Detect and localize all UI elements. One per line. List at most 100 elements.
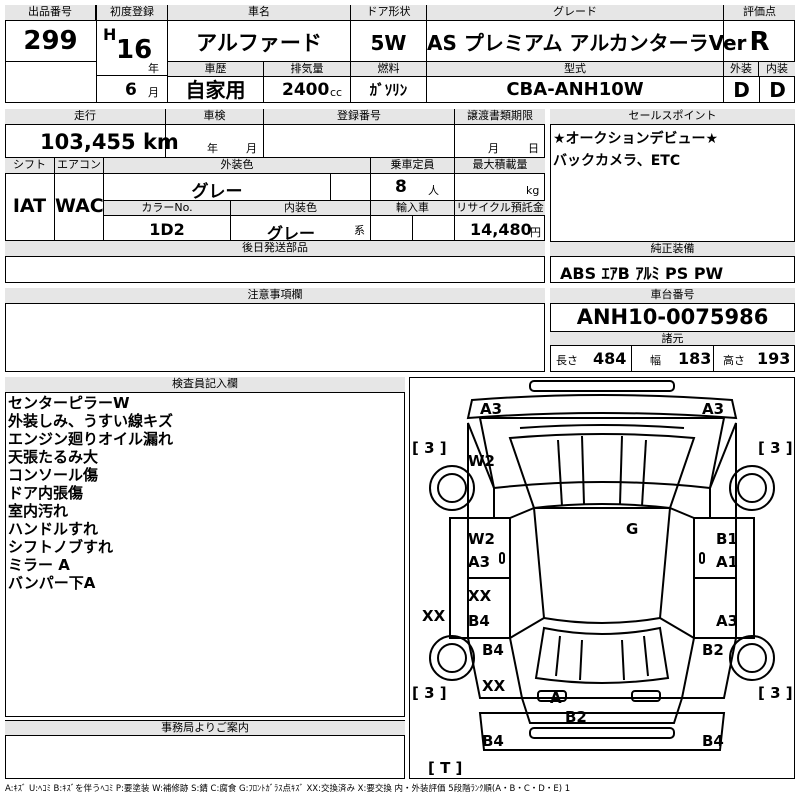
car-diagram: [ 3 ] [ 3 ] [ 3 ] [ 3 ] [ T ] A3 A3 W2 G… bbox=[409, 377, 795, 779]
recycle-fee: 14,480 bbox=[470, 220, 532, 239]
mileage: 103,455 km bbox=[40, 130, 179, 154]
lot-no-label: 出品番号 bbox=[5, 5, 96, 21]
ext-color-label: 外装色 bbox=[104, 158, 370, 174]
score: R bbox=[749, 27, 770, 57]
inspection-month-unit: 月 bbox=[246, 142, 257, 155]
door-label: ドア形状 bbox=[351, 5, 426, 21]
mark-door-rl-1: XX bbox=[468, 587, 492, 605]
mark-side-left: XX bbox=[422, 607, 446, 625]
car-name: アルファード bbox=[196, 31, 322, 55]
era: H bbox=[103, 25, 117, 44]
inspection-year-unit: 年 bbox=[207, 142, 218, 155]
displacement-unit: cc bbox=[330, 86, 343, 99]
mark-pillar-left: W2 bbox=[468, 530, 495, 548]
reg-month: 6 bbox=[125, 80, 137, 100]
aircon: WAC bbox=[55, 195, 104, 217]
tire-fr-mark: [ 3 ] bbox=[758, 439, 793, 457]
inspector-line: センターピラーW bbox=[8, 394, 130, 412]
inspection-label: 車検 bbox=[166, 109, 263, 125]
mark-rear-bumper-right: B4 bbox=[702, 732, 724, 750]
mark-rear-bumper-left: B4 bbox=[482, 732, 504, 750]
first-reg-label: 初度登録 bbox=[97, 5, 167, 21]
history: 自家用 bbox=[185, 78, 246, 102]
inspector-line: コンソール傷 bbox=[8, 466, 99, 484]
mark-front-right: A3 bbox=[702, 400, 724, 418]
model: CBA-ANH10W bbox=[506, 79, 644, 100]
max-load-unit: kg bbox=[526, 184, 540, 197]
recycle-label: リサイクル預託金 bbox=[455, 201, 545, 216]
mark-door-fl: A3 bbox=[468, 553, 490, 571]
year-unit: 年 bbox=[148, 62, 159, 75]
lot-no: 299 bbox=[23, 26, 78, 56]
inspector-line: バンパー下A bbox=[8, 574, 96, 592]
model-label: 型式 bbox=[427, 62, 723, 77]
transfer-label: 譲渡書類期限 bbox=[455, 109, 545, 125]
inspector-line: 室内汚れ bbox=[8, 502, 69, 520]
reg-year: 16 bbox=[116, 35, 153, 65]
inspector-notes: センターピラーW 外装しみ、うすい線キズ エンジン廻りオイル漏れ 天張たるみ大 … bbox=[8, 394, 173, 592]
later-parts-label: 後日発送部品 bbox=[5, 241, 545, 257]
inspector-line: 天張たるみ大 bbox=[8, 448, 99, 466]
fuel: ｶﾞｿﾘﾝ bbox=[369, 81, 408, 99]
mark-bumper: B2 bbox=[565, 708, 587, 726]
chassis-label: 車台番号 bbox=[550, 288, 795, 304]
mark-quarter-left: XX bbox=[482, 677, 506, 695]
recycle-unit: 円 bbox=[530, 226, 541, 239]
equipment: ABS ｴｱB ｱﾙﾐ PS PW bbox=[560, 264, 724, 283]
seats-unit: 人 bbox=[428, 184, 439, 197]
car-outline: [ 3 ] [ 3 ] [ 3 ] [ 3 ] [ T ] A3 A3 W2 G… bbox=[412, 380, 793, 777]
mark-rear-left: B4 bbox=[482, 641, 504, 659]
grade: AS プレミアム アルカンターラVer bbox=[427, 31, 747, 55]
inspector-line: ミラー A bbox=[8, 556, 70, 574]
mark-rear-right: B2 bbox=[702, 641, 724, 659]
mark-roof: G bbox=[626, 520, 638, 538]
inspector-label: 検査員記入欄 bbox=[5, 377, 405, 393]
score-label: 評価点 bbox=[724, 5, 795, 21]
tire-fl-mark: [ 3 ] bbox=[412, 439, 447, 457]
color-no-label: カラーNo. bbox=[104, 201, 230, 216]
registration-label: 登録番号 bbox=[264, 109, 454, 125]
transfer-month-unit: 月 bbox=[488, 142, 499, 155]
car-name-label: 車名 bbox=[168, 5, 350, 21]
spec-label: 諸元 bbox=[550, 332, 795, 346]
mark-trunk: A bbox=[550, 689, 562, 707]
length-label: 長さ bbox=[556, 354, 578, 367]
inspector-line: シフトノブすれ bbox=[8, 538, 114, 556]
transfer-day-unit: 日 bbox=[528, 142, 539, 155]
height: 193 bbox=[757, 349, 791, 368]
office-label: 事務局よりご案内 bbox=[5, 721, 405, 736]
equipment-label: 純正装備 bbox=[550, 242, 795, 257]
inspector-line: ハンドルすれ bbox=[8, 520, 99, 538]
sales-point-label: セールスポイント bbox=[550, 109, 795, 125]
length: 484 bbox=[593, 349, 627, 368]
import-label: 輸入車 bbox=[371, 201, 454, 216]
mileage-value: 103,455 bbox=[40, 130, 136, 154]
seats-label: 乗車定員 bbox=[371, 158, 454, 174]
mark-door-rl-2: B4 bbox=[468, 612, 490, 630]
mileage-label: 走行 bbox=[5, 109, 165, 125]
mark-door-rr: A3 bbox=[716, 612, 738, 630]
month-unit: 月 bbox=[148, 86, 159, 99]
displacement-label: 排気量 bbox=[264, 62, 350, 77]
int-color-unit: 系 bbox=[354, 224, 365, 237]
mark-fender-left: W2 bbox=[468, 452, 495, 470]
mileage-unit: km bbox=[142, 130, 179, 154]
max-load-label: 最大積載量 bbox=[455, 158, 545, 174]
ext-color: グレー bbox=[191, 182, 243, 202]
width: 183 bbox=[678, 349, 712, 368]
spare-tire-mark: [ T ] bbox=[428, 759, 462, 777]
sales-point-line: バックカメラ、ETC bbox=[553, 153, 681, 169]
chassis-number: ANH10-0075986 bbox=[576, 305, 769, 329]
mark-front-left: A3 bbox=[480, 400, 502, 418]
door-type: 5W bbox=[370, 31, 407, 55]
mark-door-fr-2: A1 bbox=[716, 553, 738, 571]
inspector-line: エンジン廻りオイル漏れ bbox=[8, 430, 174, 448]
legend: A:ｷｽﾞ U:ﾍｺﾐ B:ｷｽﾞを伴うﾍｺﾐ P:要塗装 W:補修跡 S:錆 … bbox=[5, 784, 571, 794]
int-color-label: 内装色 bbox=[231, 201, 370, 216]
int-color: グレー bbox=[266, 224, 315, 243]
width-label: 幅 bbox=[650, 354, 661, 367]
fuel-label: 燃料 bbox=[351, 62, 426, 77]
height-label: 高さ bbox=[723, 354, 745, 367]
shift-label: シフト bbox=[5, 158, 54, 174]
shift: IAT bbox=[12, 195, 47, 217]
